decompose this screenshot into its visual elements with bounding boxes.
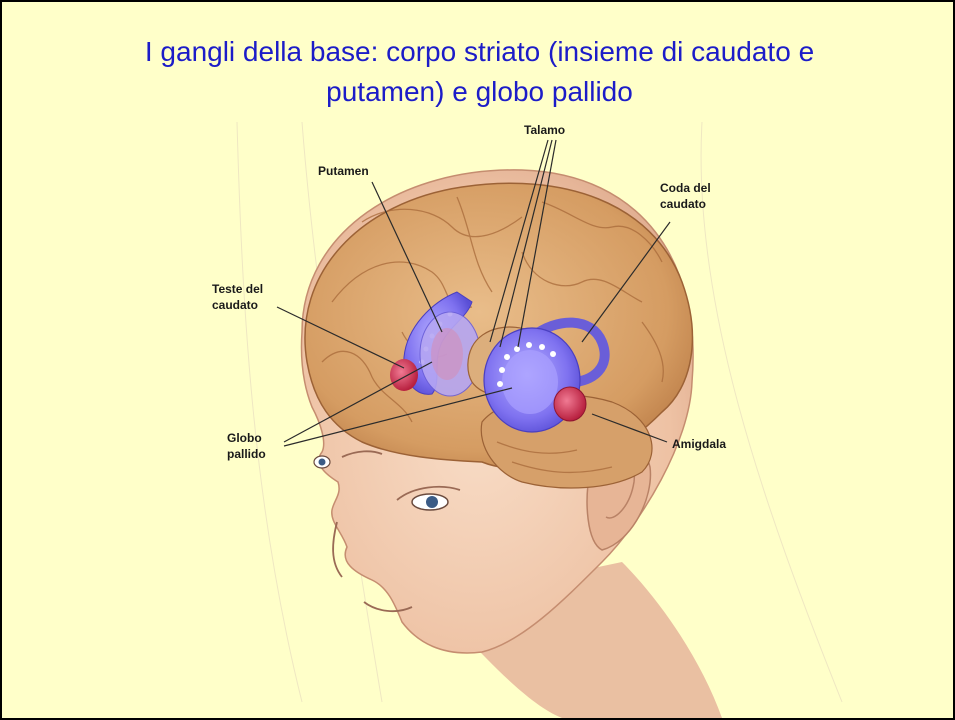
label-globo-line-1: Globo: [227, 431, 262, 445]
label-putamen: Putamen: [318, 164, 369, 178]
label-testa-line-2: caudato: [212, 298, 258, 312]
amygdala-shape: [554, 387, 586, 421]
label-amigdala: Amigdala: [672, 437, 726, 451]
label-globo-line-2: pallido: [227, 447, 266, 461]
label-talamo: Talamo: [524, 123, 565, 137]
label-coda-line-1: Coda del: [660, 181, 711, 195]
label-coda-line-2: caudato: [660, 197, 706, 211]
label-testa-line-1: Teste del: [212, 282, 263, 296]
